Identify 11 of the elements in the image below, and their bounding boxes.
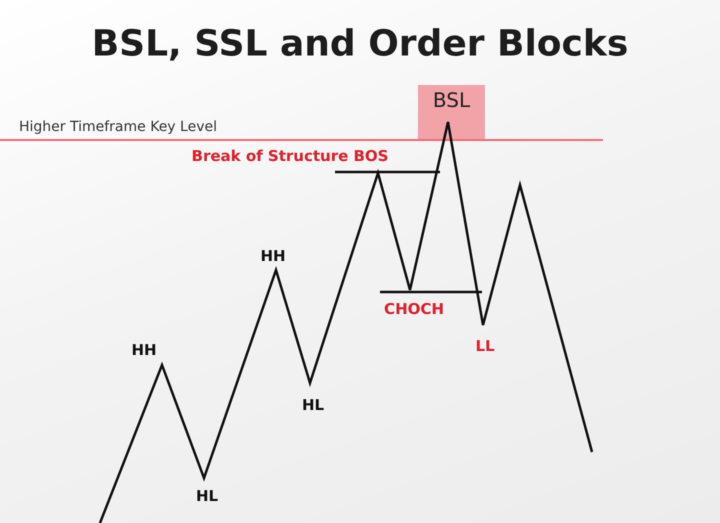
annotation-label: CHOCH <box>384 300 444 318</box>
liquidity-label: BSL <box>432 88 470 112</box>
swing-label: LL <box>475 337 495 355</box>
highlight-box <box>418 85 485 140</box>
swing-label: HL <box>196 487 218 505</box>
swing-label: HH <box>131 341 157 359</box>
annotation-label: Break of Structure BOS <box>192 147 388 165</box>
swing-label: HH <box>260 247 286 265</box>
swing-label: HL <box>302 396 324 414</box>
title: BSL, SSL and Order Blocks <box>92 24 628 64</box>
level-label: Higher Timeframe Key Level <box>19 119 217 135</box>
